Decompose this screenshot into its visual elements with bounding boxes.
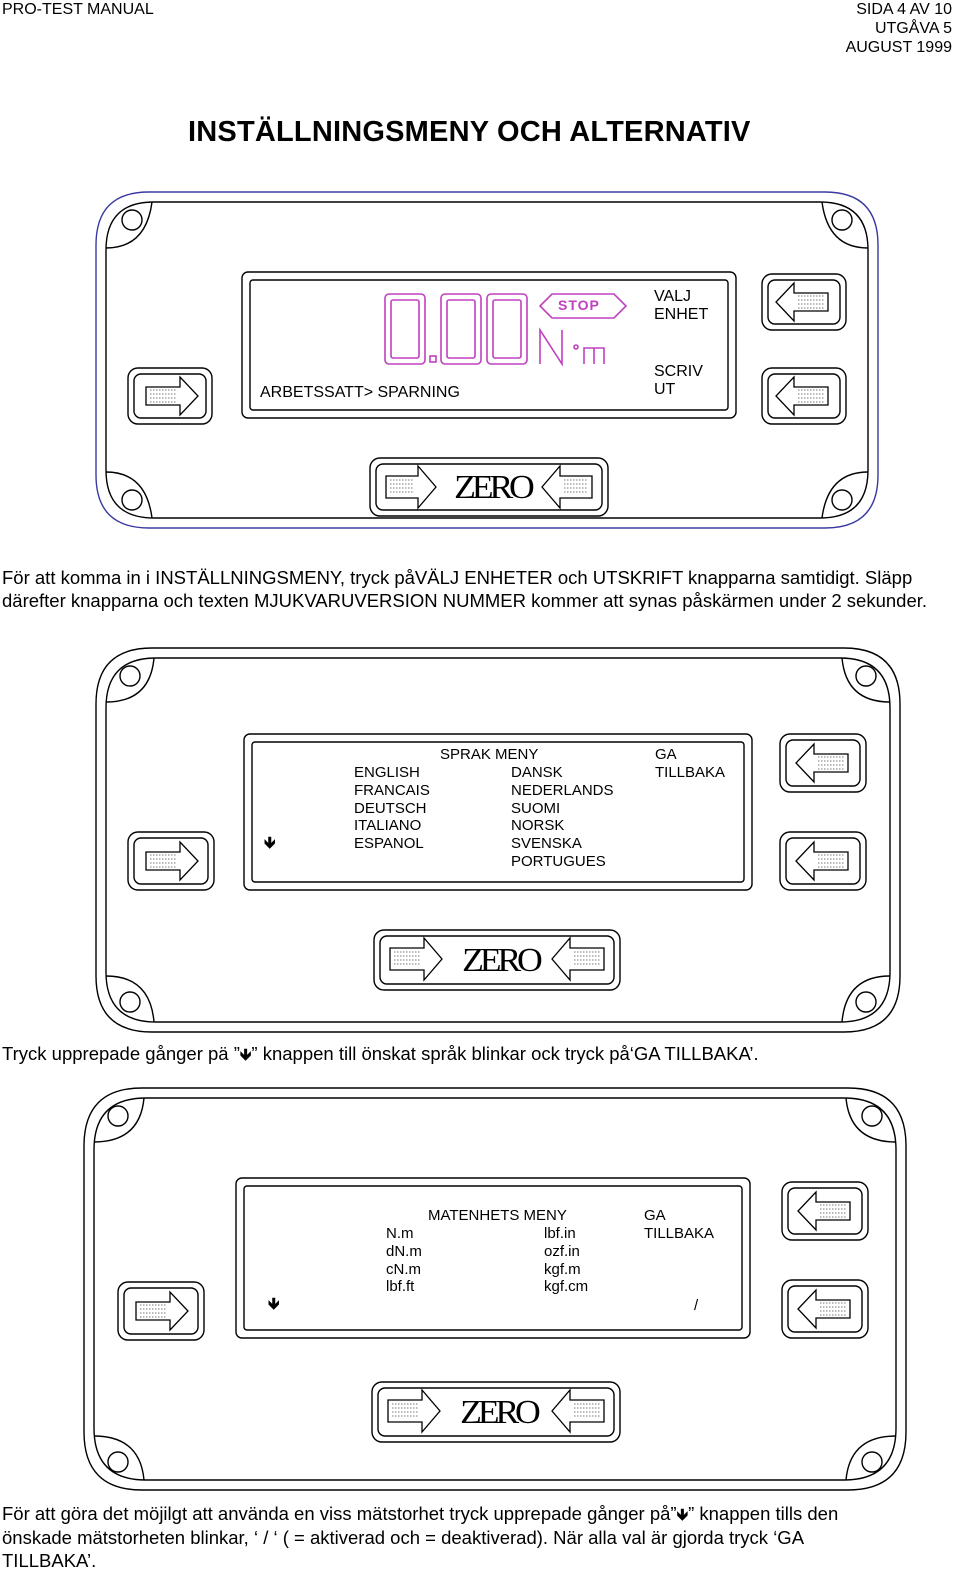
unit-option[interactable]: cN.m xyxy=(386,1260,421,1278)
down-arrow-icon: 🡻 xyxy=(268,1294,280,1313)
device-outline xyxy=(95,647,901,1033)
stop-label: STOP xyxy=(558,297,600,313)
back-line-2: TILLBAKA xyxy=(655,763,726,781)
header-page-number: SIDA 4 AV 10 xyxy=(856,1,952,18)
instruction-paragraph-1: För att komma in i INSTÄLLNINGSMENY, try… xyxy=(2,567,928,611)
select-unit-line-2: ENHET xyxy=(654,306,709,323)
language-column-1: ENGLISH FRANCAIS DEUTSCH ITALIANO ESPANO… xyxy=(354,764,430,853)
para2-text-after: ” knappen till önskat språk blinkar ock … xyxy=(251,1043,759,1064)
language-option[interactable]: PORTUGUES xyxy=(511,852,606,870)
language-option[interactable]: SVENSKA xyxy=(511,835,582,853)
para3-line-3: TILLBAKA’. xyxy=(2,1550,97,1571)
device-diagram-language-menu: SPRAK MENY GA TILLBAKA ENGLISH FRANCAIS … xyxy=(94,646,902,1034)
device-outline xyxy=(83,1087,907,1491)
device-diagram-unit-menu: MATENHETS MENY GA TILLBAKA N.m dN.m cN.m… xyxy=(82,1086,908,1492)
back-line-1: GA xyxy=(655,746,677,763)
instruction-paragraph-2: Tryck upprepade gånger pä ”🡻” knappen ti… xyxy=(2,1042,954,1066)
print-label: SCRIV UT xyxy=(654,363,703,399)
select-unit-line-1: VALJ xyxy=(654,288,692,305)
header-edition: UTGÅVA 5 xyxy=(874,20,952,37)
select-unit-label: VALJ ENHET xyxy=(654,288,708,324)
print-line-2: UT xyxy=(654,381,676,398)
unit-option[interactable]: dN.m xyxy=(386,1242,422,1260)
para3-text-before: För att göra det möjilgt att använda en … xyxy=(2,1503,677,1524)
down-arrow-icon: 🡻 xyxy=(264,833,276,852)
language-menu-title: SPRAK MENY xyxy=(440,746,539,763)
language-column-2: DANSK NEDERLANDS SUOMI NORSK SVENSKA POR… xyxy=(511,764,614,871)
language-option[interactable]: SUOMI xyxy=(511,799,561,817)
header-manual-title: PRO-TEST MANUAL xyxy=(2,1,154,18)
mode-line: ARBETSSATT> SPARNING xyxy=(260,384,460,401)
language-option[interactable]: DANSK xyxy=(511,764,563,781)
down-arrow-icon: 🡻 xyxy=(676,1505,689,1524)
language-option[interactable]: NEDERLANDS xyxy=(511,781,614,799)
header-page-info: SIDA 4 AV 10 UTGÅVA 5 AUGUST 1999 xyxy=(846,0,952,57)
zero-button-label[interactable]: ZERO xyxy=(462,942,543,979)
unit-option[interactable]: kgf.cm xyxy=(544,1278,589,1296)
unit-option[interactable]: ozf.in xyxy=(544,1242,580,1260)
unit-back-option[interactable]: GA TILLBAKA xyxy=(644,1207,714,1243)
para2-text-before: Tryck upprepade gånger pä ” xyxy=(2,1043,240,1064)
down-arrow-icon: 🡻 xyxy=(239,1045,252,1064)
device-outline xyxy=(95,191,879,529)
unit-option[interactable]: lbf.ft xyxy=(386,1278,415,1296)
page-title: INSTÄLLNINGSMENY OCH ALTERNATIV xyxy=(188,116,751,148)
language-option[interactable]: FRANCAIS xyxy=(354,781,430,799)
language-option[interactable]: ITALIANO xyxy=(354,817,422,835)
zero-button-label[interactable]: ZERO xyxy=(454,469,535,506)
device-diagram-main-display: STOP VALJ ENHET SCRIV UT ARBETSSATT> SPA… xyxy=(94,190,880,530)
instruction-paragraph-3: För att göra det möjilgt att använda en … xyxy=(2,1502,954,1572)
unit-menu-title: MATENHETS MENY xyxy=(428,1207,567,1224)
language-option[interactable]: ESPANOL xyxy=(354,835,424,853)
unit-option[interactable]: kgf.m xyxy=(544,1260,581,1278)
para3-text-after: ” knappen tills den xyxy=(688,1503,839,1524)
zero-button-label[interactable]: ZERO xyxy=(460,1394,541,1431)
para3-line-2: önskade mätstorheten blinkar, ‘ / ‘ ( = … xyxy=(2,1527,805,1548)
unit-column-1: N.m dN.m cN.m lbf.ft xyxy=(386,1225,422,1296)
language-option[interactable]: DEUTSCH xyxy=(354,799,427,817)
back-line-1: GA xyxy=(644,1207,666,1224)
print-line-1: SCRIV xyxy=(654,363,703,380)
para3-line-1: För att göra det möjilgt att använda en … xyxy=(2,1502,954,1526)
unit-column-2: lbf.in ozf.in kgf.m kgf.cm xyxy=(544,1225,588,1296)
unit-option[interactable]: lbf.in xyxy=(544,1225,576,1242)
unit-option[interactable]: N.m xyxy=(386,1225,414,1242)
language-back-option[interactable]: GA TILLBAKA xyxy=(655,746,725,782)
back-line-2: TILLBAKA xyxy=(644,1224,715,1242)
active-mark: / xyxy=(694,1297,699,1314)
language-option[interactable]: ENGLISH xyxy=(354,764,420,781)
header-date: AUGUST 1999 xyxy=(845,39,952,56)
language-option[interactable]: NORSK xyxy=(511,817,565,835)
